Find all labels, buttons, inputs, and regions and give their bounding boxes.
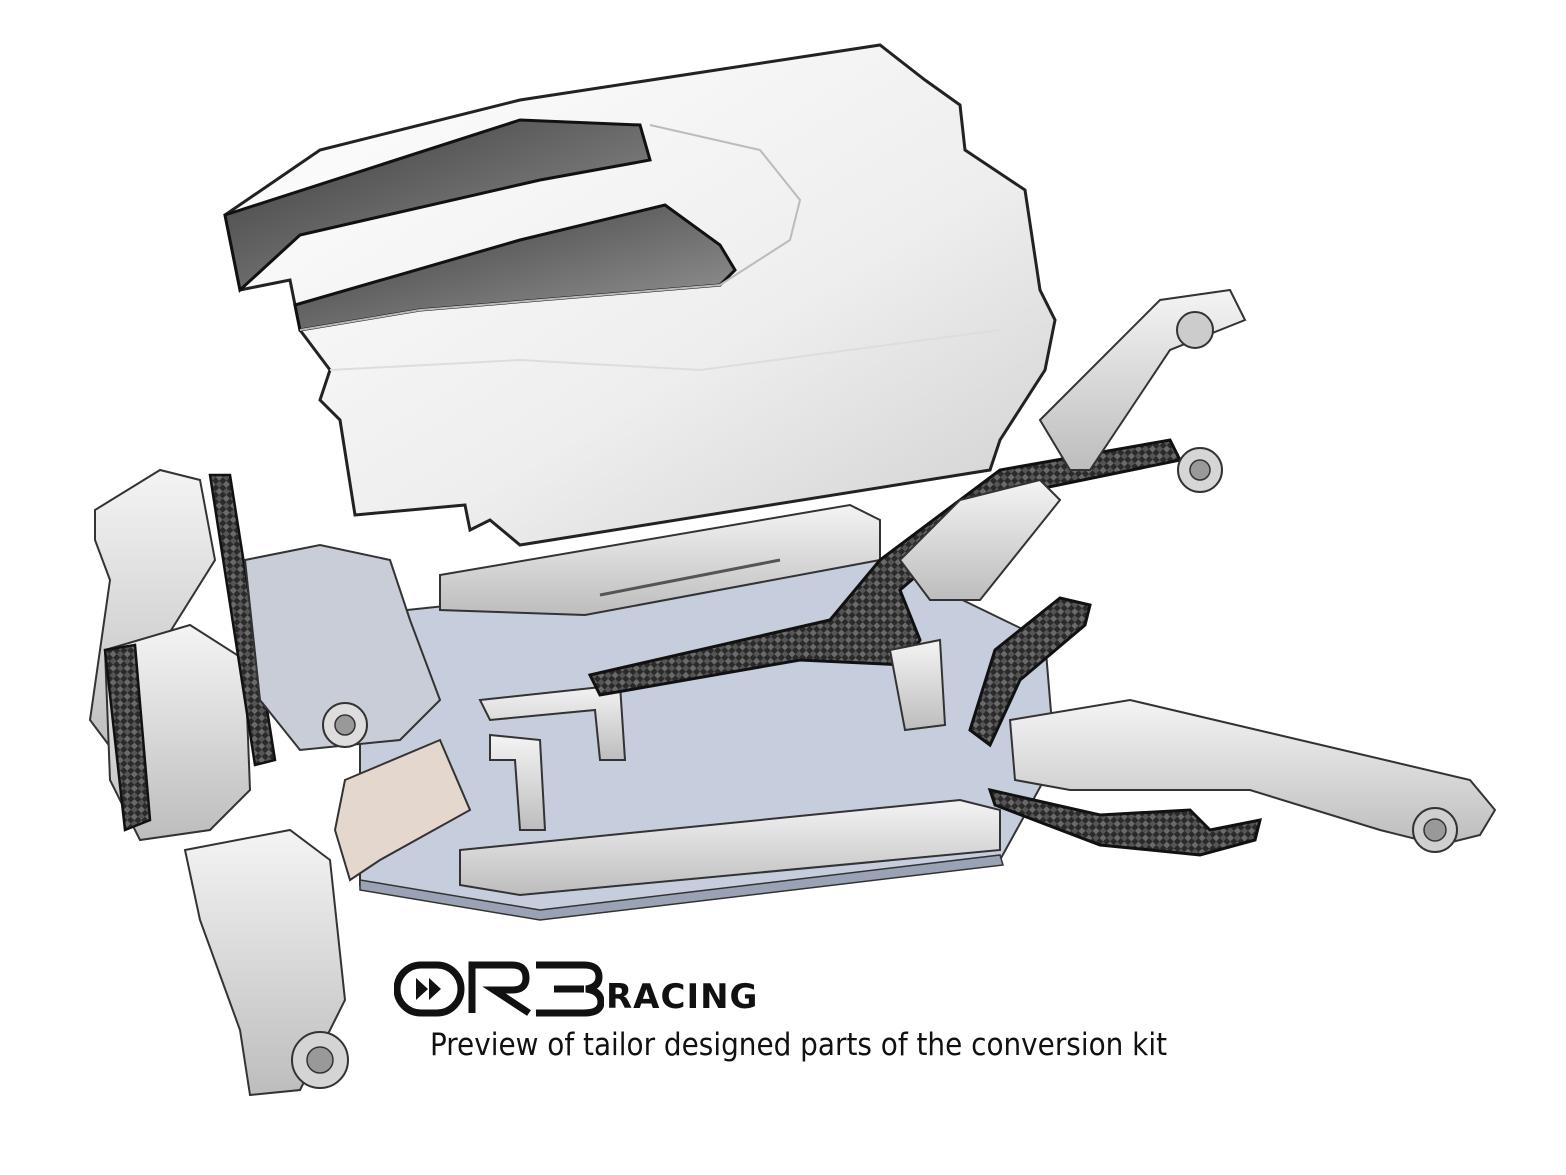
orb-logo-mark — [394, 961, 604, 1017]
front-suspension-assembly — [88, 468, 442, 1097]
rear-wishbone-arm — [1008, 698, 1497, 853]
orb-racing-logo: RACING — [394, 960, 758, 1020]
brand-racing-text: RACING — [606, 977, 759, 1017]
windscreen — [223, 118, 652, 293]
front-brace-plate — [333, 738, 472, 882]
image-caption: Preview of tailor designed parts of the … — [430, 1027, 1168, 1063]
body-shell — [223, 43, 1057, 547]
carbon-top-deck — [587, 438, 1263, 857]
upper-suspension-arm — [888, 288, 1247, 732]
